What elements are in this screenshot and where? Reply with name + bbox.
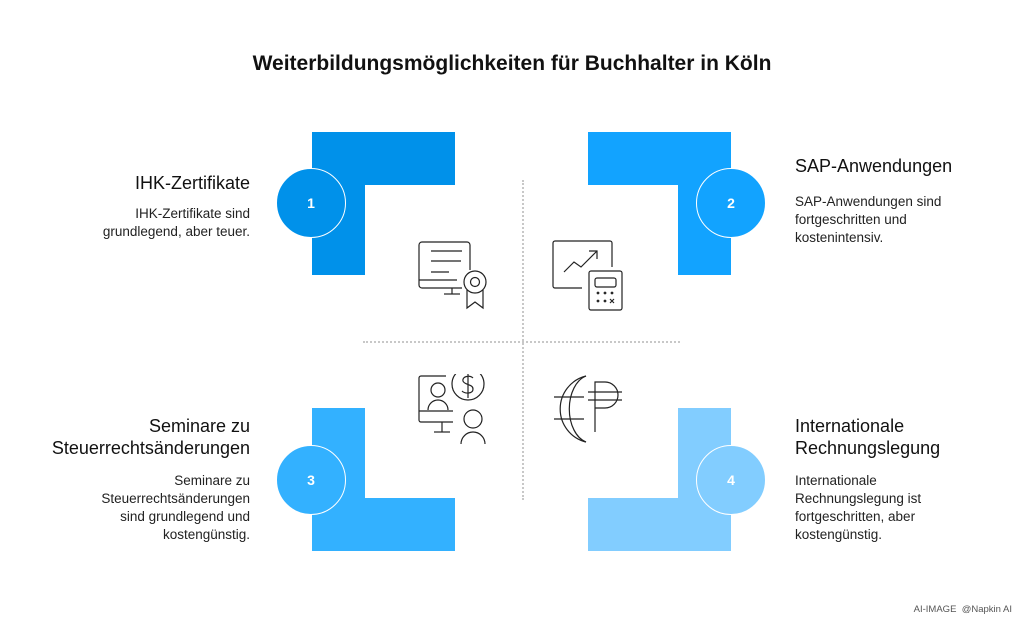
- chart-calculator-icon: [552, 240, 623, 311]
- horizontal-divider: [363, 341, 680, 343]
- step-badge-1: 1: [276, 168, 346, 238]
- watermark: AI-IMAGE @Napkin AI: [913, 604, 1012, 615]
- certificate-monitor-icon: [418, 241, 487, 310]
- page-title: Weiterbildungsmöglichkeiten für Buchhalt…: [252, 52, 772, 75]
- item-desc-4: Internationale Rechnungslegung ist fortg…: [795, 473, 922, 542]
- item-title-3: Seminare zu Steuerrechtsänderungen: [51, 416, 250, 458]
- step-badge-2: 2: [696, 168, 766, 238]
- item-desc-1: IHK-Zertifikate sind grundlegend, aber t…: [102, 206, 250, 239]
- seminar-money-icon: [418, 374, 486, 445]
- globe-currency-icon: [554, 375, 622, 443]
- step-badge-4: 4: [696, 445, 766, 515]
- item-title-4: Internationale Rechnungslegung: [795, 416, 941, 458]
- item-title-2: SAP-Anwendungen: [795, 156, 953, 176]
- item-title-1: IHK-Zertifikate: [134, 173, 250, 193]
- item-desc-3: Seminare zu Steuerrechtsänderungen sind …: [101, 473, 250, 542]
- item-desc-2: SAP-Anwendungen sind fortgeschritten und…: [795, 194, 942, 245]
- vertical-divider: [522, 180, 524, 500]
- step-badge-3: 3: [276, 445, 346, 515]
